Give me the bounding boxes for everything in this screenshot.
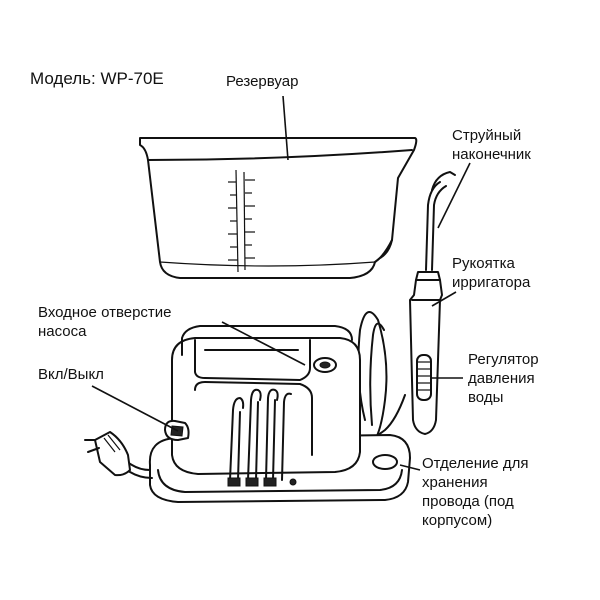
reservoir-label: Резервуар [226,73,299,90]
handle-label-line2: ирригатора [452,274,531,291]
storage-label-line3: провода (под [422,493,514,510]
leader-lines [91,95,471,471]
jet-tip-label-line2: наконечник [452,146,531,163]
power-cord [84,431,153,479]
storage-label-line1: Отделение для [422,455,529,472]
base-unit [148,325,411,503]
inlet-label-line2: насоса [38,323,87,340]
storage-label-line2: хранения [422,474,488,491]
pressure-label-line1: Регулятор [468,351,539,368]
storage-label-line4: корпусом) [422,512,493,529]
hose [357,311,406,446]
handle-label-line1: Рукоятка [452,255,515,272]
measurement-scale [228,169,255,273]
power-switch-label: Вкл/Выкл [38,366,104,383]
irrigator-handle [409,271,443,435]
pressure-label-line3: воды [468,389,504,406]
jet-tip-label-line1: Струйный [452,127,522,144]
stored-tips [227,388,297,487]
reservoir [139,137,418,279]
pressure-label-line2: давления [468,370,535,387]
inlet-label-line1: Входное отверстие [38,304,172,321]
model-label: Модель: WP-70E [30,69,164,88]
jet-tip [425,171,456,271]
